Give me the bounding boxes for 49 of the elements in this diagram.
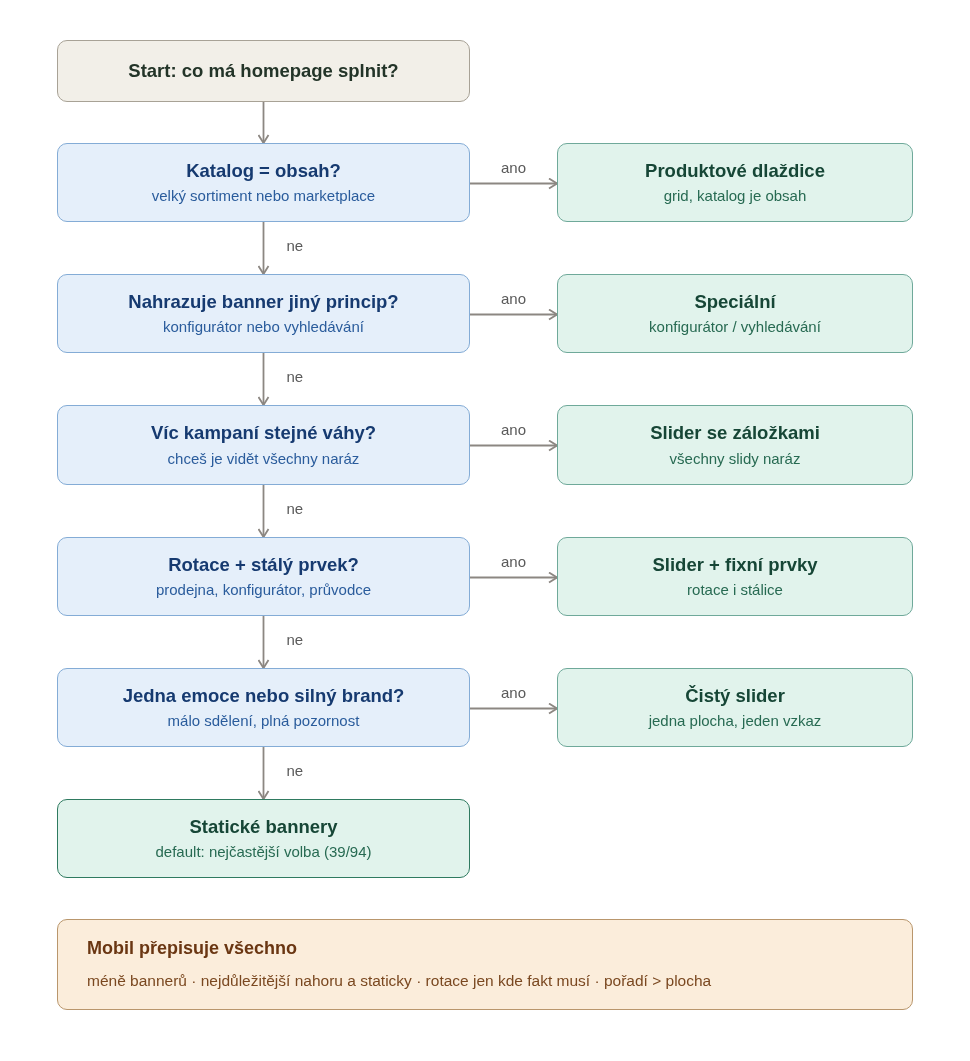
node-title: Statické bannery: [189, 815, 338, 839]
arrow: [469, 308, 558, 321]
arrow: [257, 101, 270, 144]
node-title: Speciální: [694, 290, 776, 314]
node-subtitle: málo sdělení, plná pozornost: [167, 712, 360, 731]
arrow: [469, 571, 558, 584]
arrow: [469, 702, 558, 715]
node-title: Start: co má homepage splnit?: [128, 59, 399, 83]
node-subtitle: konfigurátor / vyhledávání: [649, 318, 821, 337]
arrow: [257, 221, 270, 275]
arrow: [257, 746, 270, 800]
node-title: Víc kampaní stejné váhy?: [150, 422, 377, 445]
node-title: Slider + fixní prvky: [652, 553, 818, 577]
decision-box: [57, 143, 470, 222]
node-title: Čistý slider: [685, 684, 785, 708]
arrow: [257, 484, 270, 538]
node-subtitle: prodejna, konfigurátor, průvodce: [155, 581, 372, 600]
decision-box: [57, 405, 470, 485]
start-box: [57, 40, 470, 102]
node-title: Slider se záložkami: [650, 422, 820, 445]
node-subtitle: konfigurátor nebo vyhledávání: [163, 318, 364, 337]
node-subtitle: všechny slidy naráz: [669, 449, 801, 468]
decision-box: [57, 537, 470, 616]
node-subtitle: default: nejčastější volba (39/94): [155, 843, 372, 862]
arrow: [257, 352, 270, 406]
arrow: [469, 439, 558, 452]
outcome-box: [557, 143, 913, 222]
arrow: [257, 615, 270, 669]
note-box: [57, 919, 913, 1010]
node-title: Produktové dlaždice: [645, 159, 825, 183]
node-subtitle: chceš je vidět všechny naráz: [167, 449, 360, 468]
outcome-box: [557, 274, 913, 353]
outcome-box: [557, 668, 913, 747]
node-title: Katalog = obsah?: [186, 159, 341, 183]
outcome-box: [557, 537, 913, 616]
outcome-box: [557, 405, 913, 485]
arrow: [469, 177, 558, 190]
node-subtitle: grid, katalog je obsah: [663, 187, 807, 206]
note-text: méně bannerů · nejdůležitější nahoru a staticky · rotace jen kde fakt musí · pořadí > plocha: [87, 972, 712, 991]
decision-box: [57, 274, 470, 353]
node-subtitle: rotace i stálice: [687, 581, 783, 600]
node-title: Rotace + stálý prvek?: [168, 553, 359, 577]
node-subtitle: jedna plocha, jeden vzkaz: [648, 712, 822, 731]
note-title: Mobil přepisuje všechno: [87, 938, 298, 960]
node-subtitle: velký sortiment nebo marketplace: [151, 187, 376, 206]
node-title: Jedna emoce nebo silný brand?: [122, 684, 405, 708]
decision-box: [57, 668, 470, 747]
node-title: Nahrazuje banner jiný princip?: [128, 290, 399, 314]
default-outcome-box: [57, 799, 470, 878]
